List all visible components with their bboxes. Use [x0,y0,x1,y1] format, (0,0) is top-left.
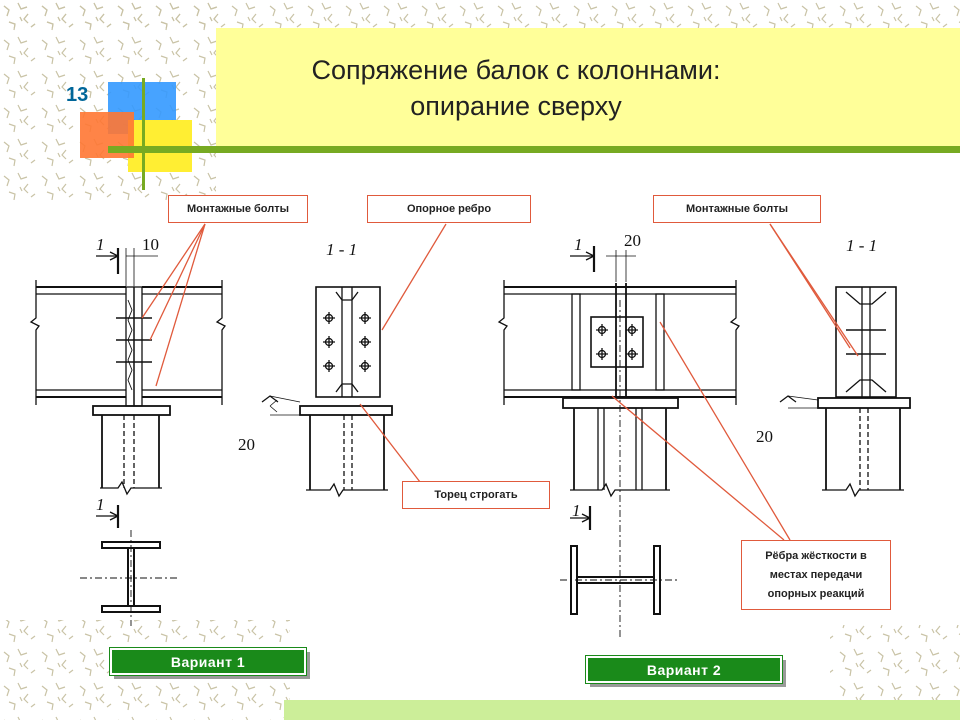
page-title: Сопряжение балок с колоннами: опирание с… [216,52,816,124]
dim-offset-v1: 20 [238,435,255,454]
bottom-band [284,700,960,720]
callout-stiffeners: Рёбра жёсткости в местах передачи опорны… [741,540,891,610]
title-band [216,28,960,148]
variant-1-button[interactable]: Вариант 1 [109,647,307,676]
variant2-section-plan [560,506,680,615]
callout-stiffeners-line-2: местах передачи [769,568,863,581]
callout-stiffeners-line-3: опорных реакций [767,587,865,600]
variant2-section-1-1 [779,286,911,498]
callout-mounting-bolts-1: Монтажные болты [168,195,308,223]
dim-section-mark-v1-bottom: 1 [96,495,105,514]
dim-gap-v2: 20 [624,231,641,250]
title-line-1: Сопряжение балок с колоннами: [311,55,721,85]
slide-number: 13 [66,84,89,106]
callout-support-rib: Опорное ребро [367,195,531,223]
dim-section-mark-v1: 1 [96,235,105,254]
variant1-elevation [29,248,226,496]
variant1-section-1-1 [261,286,393,498]
dim-offset-v2: 20 [756,427,773,446]
dim-section-label-v2: 1 - 1 [846,236,877,255]
variant1-section-plan [80,505,180,626]
callout-stiffeners-line-1: Рёбра жёсткости в [765,549,867,562]
title-line-2: опирание сверху [410,91,622,121]
deco-green-bar [108,146,960,153]
variant2-elevation [497,246,740,640]
variant-2-button[interactable]: Вариант 2 [585,655,783,684]
callout-mounting-bolts-2: Монтажные болты [653,195,821,223]
dim-gap-v1: 10 [142,235,159,254]
callout-end-plane: Торец строгать [402,481,550,509]
dim-section-mark-v2-bottom: 1 [572,501,581,520]
title-decoration [80,78,960,190]
deco-green-vertical [142,78,145,190]
dim-section-mark-v2: 1 [574,235,583,254]
dim-section-label-v1: 1 - 1 [326,240,357,259]
